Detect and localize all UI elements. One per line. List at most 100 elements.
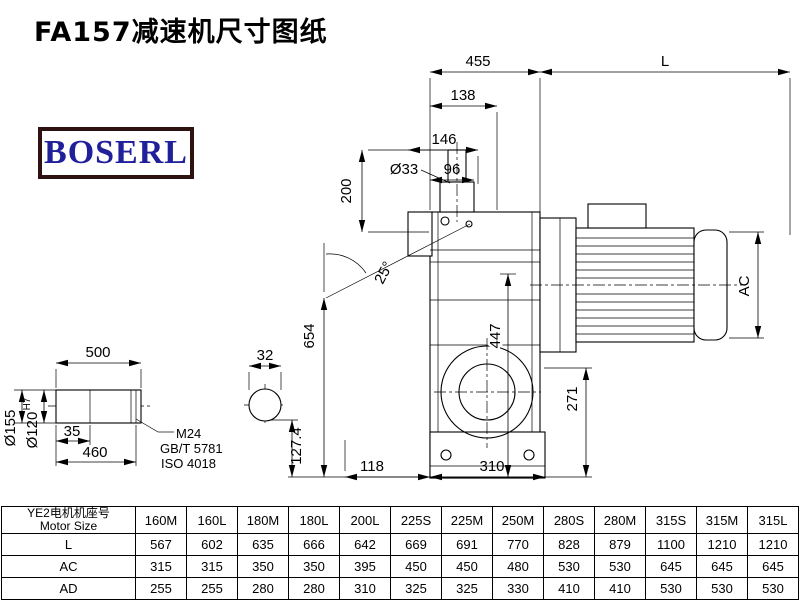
- table-cell: 635: [237, 533, 289, 556]
- column-header: 225M: [441, 506, 493, 534]
- column-header: 160L: [186, 506, 238, 534]
- dim-dia-155: Ø155: [2, 410, 19, 447]
- dim-127-4: 127.4: [288, 427, 305, 465]
- column-header: 180L: [288, 506, 340, 534]
- table-cell: 1210: [747, 533, 799, 556]
- table-cell: 642: [339, 533, 391, 556]
- column-header: 280S: [543, 506, 595, 534]
- table-cell: 450: [441, 555, 493, 578]
- table-cell: 450: [390, 555, 442, 578]
- table-cell: 310: [339, 577, 391, 600]
- table-cell: 280: [237, 577, 289, 600]
- technical-drawing: 455 L 138 146 96 Ø33 200 25° 654 127.4 4…: [2, 53, 791, 481]
- table-cell: 1210: [696, 533, 748, 556]
- table-cell: 395: [339, 555, 391, 578]
- dim-460: 460: [82, 444, 107, 461]
- table-cell: 1100: [645, 533, 697, 556]
- motor-terminal-box: [587, 203, 647, 229]
- table-cell: 410: [594, 577, 646, 600]
- table-header-row: YE2电机机座号 Motor Size 160M 160L 180M 180L …: [1, 506, 799, 534]
- table-cell: 530: [696, 577, 748, 600]
- label-std-iso: ISO 4018: [161, 456, 216, 471]
- table-cell: 691: [441, 533, 493, 556]
- motor-size-table: YE2电机机座号 Motor Size 160M 160L 180M 180L …: [1, 506, 799, 600]
- dim-dia-120: Ø120: [24, 412, 41, 449]
- top-dimensions: 455 L 138 146 96 Ø33: [390, 53, 791, 235]
- table-cell: 330: [492, 577, 544, 600]
- boserl-logo: BOSERL: [38, 127, 194, 179]
- bolt-hole: [465, 220, 473, 228]
- column-header: 180M: [237, 506, 289, 534]
- shaft-detail: 500 35 460 Ø155 Ø120 H7 M24 GB/T 5781 IS…: [2, 344, 223, 471]
- table-row-AD: AD 255 255 280 280 310 325 325 330 410 4…: [1, 577, 799, 600]
- label-std-gb: GB/T 5781: [160, 441, 223, 456]
- bottom-dimensions: 118 310: [288, 440, 592, 481]
- dim-AC: AC: [736, 275, 753, 296]
- table-cell: 666: [288, 533, 340, 556]
- table-cell: 645: [645, 555, 697, 578]
- shaft-section-circle: [248, 388, 282, 422]
- table-cell: 350: [288, 555, 340, 578]
- dim-500: 500: [85, 344, 110, 361]
- table-cell: 315: [135, 555, 187, 578]
- dim-dia-120-tolerance: H7: [22, 397, 33, 410]
- table-cell: 645: [747, 555, 799, 578]
- dim-455: 455: [465, 53, 490, 70]
- dim-200: 200: [338, 178, 355, 203]
- row-label: L: [1, 533, 136, 556]
- table-cell: 530: [747, 577, 799, 600]
- table-cell: 280: [288, 577, 340, 600]
- table-header-motor-size: YE2电机机座号 Motor Size: [1, 506, 136, 534]
- column-header: 250M: [492, 506, 544, 534]
- gearbox-body: [407, 142, 546, 479]
- shaft-section-detail: 32: [244, 347, 286, 426]
- dim-angle-25: 25°: [371, 259, 397, 287]
- table-header-en: Motor Size: [39, 519, 98, 533]
- table-cell: 645: [696, 555, 748, 578]
- dim-146: 146: [431, 131, 456, 148]
- table-cell: 480: [492, 555, 544, 578]
- column-header: 315S: [645, 506, 697, 534]
- table-cell: 828: [543, 533, 595, 556]
- table-cell: 602: [186, 533, 238, 556]
- table-cell: 255: [135, 577, 187, 600]
- table-header-cn: YE2电机机座号: [27, 506, 110, 520]
- row-label: AC: [1, 555, 136, 578]
- table-cell: 255: [186, 577, 238, 600]
- bolt-hole: [440, 449, 452, 461]
- column-header: 160M: [135, 506, 187, 534]
- dim-654: 654: [301, 323, 318, 348]
- table-row-L: L 567 602 635 666 642 669 691 770 828 87…: [1, 533, 799, 556]
- table-cell: 530: [594, 555, 646, 578]
- column-header: 315M: [696, 506, 748, 534]
- table-cell: 770: [492, 533, 544, 556]
- boserl-logo-text: BOSERL: [44, 134, 188, 171]
- bolt-hole: [523, 449, 535, 461]
- table-cell: 410: [543, 577, 595, 600]
- dim-32: 32: [257, 347, 274, 364]
- dim-shaft-diameter: Ø33: [390, 161, 418, 178]
- dim-138: 138: [450, 87, 475, 104]
- table-cell: 567: [135, 533, 187, 556]
- table-cell: 879: [594, 533, 646, 556]
- dim-447: 447: [487, 323, 504, 348]
- table-cell: 325: [390, 577, 442, 600]
- page-title: FA157减速机尺寸图纸: [34, 17, 328, 48]
- table-cell: 669: [390, 533, 442, 556]
- column-header: 225S: [390, 506, 442, 534]
- dim-L: L: [661, 53, 669, 70]
- label-thread-M24: M24: [176, 426, 201, 441]
- column-header: 315L: [747, 506, 799, 534]
- table-cell: 530: [543, 555, 595, 578]
- table-row-AC: AC 315 315 350 350 395 450 450 480 530 5…: [1, 555, 799, 578]
- shaft-body: [55, 389, 142, 424]
- table-cell: 350: [237, 555, 289, 578]
- table-cell: 530: [645, 577, 697, 600]
- column-header: 200L: [339, 506, 391, 534]
- column-header: 280M: [594, 506, 646, 534]
- right-dimensions: 447 271 AC: [485, 231, 764, 477]
- dim-310: 310: [479, 458, 504, 475]
- dim-35: 35: [64, 423, 81, 440]
- row-label: AD: [1, 577, 136, 600]
- table-cell: 325: [441, 577, 493, 600]
